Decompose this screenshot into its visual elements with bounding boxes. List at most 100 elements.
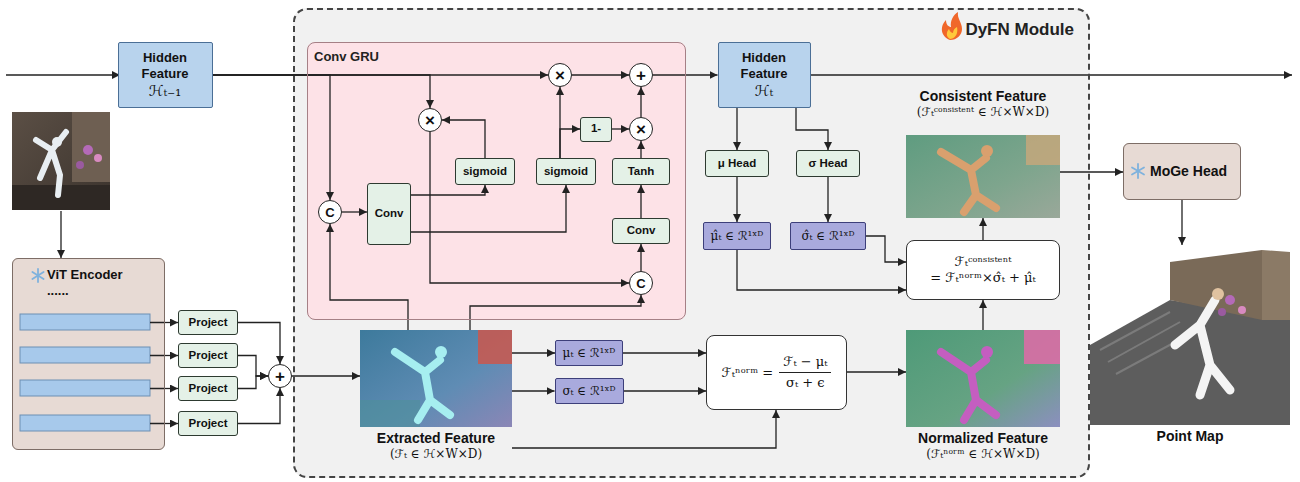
stat-box: μₜ ∈ ℛ¹ˣᴰ (555, 340, 623, 366)
connector (572, 74, 629, 75)
node-label: Conv (627, 224, 656, 238)
state-in-arrow (6, 74, 120, 75)
point-map-image (1090, 250, 1290, 425)
node-body: Conv (368, 184, 410, 244)
add-op: + (268, 364, 292, 388)
node-label: (ℱₜⁿᵒʳᵐ ∈ ℋ×W×D) (926, 447, 1040, 461)
node-body: C (319, 201, 341, 223)
connector (623, 352, 706, 353)
connector (442, 120, 485, 158)
encoder-panel: ViT Encoder...... (12, 258, 165, 450)
head-box: σ Head (796, 150, 860, 177)
hidden-state-box: Hidden Featureℋₜ₋₁ (118, 42, 213, 108)
decoder-head: MoGe Head (1123, 143, 1241, 200)
node-body: μ Head (706, 151, 768, 176)
token-bar (20, 347, 150, 363)
node-label: (ℱₜᶜᵒⁿˢⁱˢᵗᵉⁿᵗ ∈ ℋ×W×D) (917, 105, 1049, 119)
node-label: μ Head (718, 157, 756, 171)
connector (640, 244, 641, 271)
connector (213, 75, 331, 200)
connector (624, 390, 707, 391)
connector (737, 250, 906, 290)
node-label: ViT Encoder (47, 267, 123, 283)
stat-box: σ̂ₜ ∈ ℛ¹ˣᴰ (790, 222, 866, 250)
node-label: (ℱₜ ∈ ℋ×W×D) (390, 447, 482, 461)
node-body: × (630, 118, 652, 140)
connector (982, 218, 983, 240)
node-body: Tanh (613, 159, 669, 184)
node-body: sigmoid (456, 159, 514, 184)
node-body: C (630, 272, 652, 294)
fraction: ℱₜ − μₜσₜ + ϵ (779, 354, 831, 390)
feature-map: Extracted Feature(ℱₜ ∈ ℋ×W×D) (360, 330, 512, 467)
concat-op: C (629, 271, 653, 295)
connector (238, 323, 280, 365)
node-label: C (325, 206, 334, 219)
node-body: sigmoid (537, 159, 595, 184)
connector (342, 211, 367, 212)
connector (213, 75, 431, 108)
head-fill (1123, 143, 1241, 200)
node-label: sigmoid (544, 165, 588, 179)
node-label: + (275, 368, 285, 385)
connector (866, 236, 906, 262)
node-label: C (636, 277, 645, 290)
complement-box: 1- (580, 117, 612, 142)
connector (238, 376, 268, 389)
gru-fill (307, 42, 686, 320)
formula-box: ℱₜⁿᵒʳᵐ =ℱₜ − μₜσₜ + ϵ (706, 335, 847, 410)
node-label: Project (189, 316, 228, 330)
connector (411, 185, 566, 232)
node-label: ...... (47, 283, 69, 299)
connector (612, 128, 629, 129)
node-body: Consistent Feature(ℱₜᶜᵒⁿˢⁱˢᵗᵉⁿᵗ ∈ ℋ×W×D) (906, 88, 1060, 218)
node-label: σₜ + ϵ (786, 373, 825, 391)
connector (560, 129, 580, 158)
connector (165, 355, 178, 356)
node-body: μₜ ∈ ℛ¹ˣᴰ (556, 341, 622, 365)
node-body: σ Head (797, 151, 859, 176)
connector (238, 388, 280, 424)
node-body: 1- (581, 118, 611, 141)
trainable-icon (942, 12, 962, 40)
node-body: × (419, 109, 441, 131)
node-label: Conv (375, 207, 404, 221)
node-label: DyFN Module (965, 20, 1074, 40)
connector (847, 371, 906, 372)
connector (512, 410, 776, 448)
connector (165, 388, 178, 389)
node-label: σₜ ∈ ℛ¹ˣᴰ (562, 384, 615, 398)
connector (512, 390, 555, 391)
node-label: μ̂ₜ ∈ ℛ¹ˣᴰ (711, 229, 764, 243)
node-label: μₜ ∈ ℛ¹ˣᴰ (563, 346, 616, 360)
connector (512, 352, 555, 353)
connector (1181, 200, 1182, 245)
node-label: ℱₜ − μₜ (779, 354, 831, 373)
node-body: Conv (613, 219, 669, 243)
connector (640, 141, 641, 158)
node-label: σ Head (808, 157, 847, 171)
node-body: × (549, 64, 571, 86)
projection-box: Project (178, 343, 238, 368)
node-label: × (425, 112, 435, 129)
node-label: Hidden Feature (123, 50, 208, 81)
node-body: Project (179, 311, 237, 334)
feature-image (906, 135, 1060, 218)
connector (827, 177, 828, 222)
node-label: Normalized Feature (918, 430, 1048, 447)
node-body: ℱₜᶜᵒⁿˢⁱˢᵗᵉⁿᵗ= ℱₜⁿᵒʳᵐ×σ̂ₜ + μ̂ₜ (907, 241, 1059, 299)
node-body: σₜ ∈ ℛ¹ˣᴰ (556, 379, 623, 403)
connector (292, 375, 360, 376)
stat-box: μ̂ₜ ∈ ℛ¹ˣᴰ (703, 222, 771, 250)
gru-region: Conv GRU×+×sigmoidsigmoid1-×TanhCConvCon… (307, 42, 686, 320)
node-body: σ̂ₜ ∈ ℛ¹ˣᴰ (791, 223, 865, 249)
frozen-icon (1132, 164, 1144, 178)
connector (559, 87, 560, 158)
node-label: ℋₜ₋₁ (149, 82, 181, 100)
node-body: Project (179, 412, 237, 435)
connector (165, 423, 178, 424)
conv-box: Conv (612, 218, 670, 244)
point-map: Point Map (1090, 245, 1290, 470)
connector (165, 322, 178, 323)
connector (736, 177, 737, 222)
